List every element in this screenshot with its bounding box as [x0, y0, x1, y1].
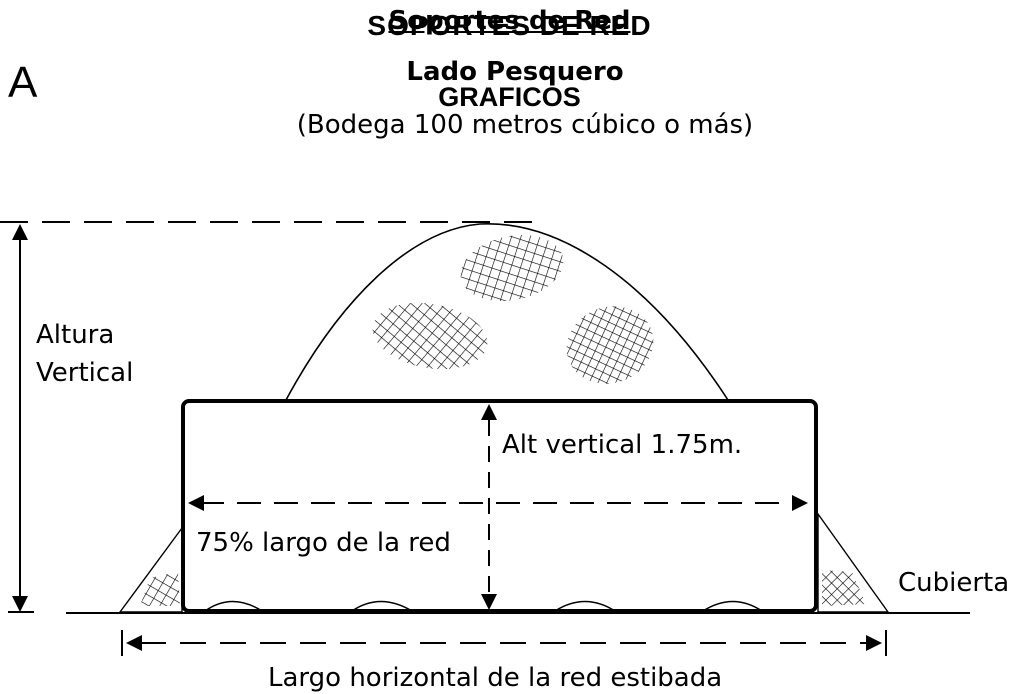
vertical-height-label-2: Vertical: [36, 358, 134, 388]
vertical-height-arrow: [8, 224, 34, 613]
left-side-mesh: [140, 572, 180, 606]
section-title: Lado Pesquero: [406, 57, 624, 87]
page-title: Soportes de Red: [388, 6, 631, 36]
note-text: (Bodega 100 metros cúbico o más): [296, 110, 754, 140]
net-length-arrow: [188, 495, 808, 511]
mesh-patch: [566, 306, 654, 384]
mesh-patch: [372, 302, 488, 370]
inner-height-label: Alt vertical 1.75m.: [502, 430, 743, 460]
subtitle-overlay: GRAFICOS: [438, 82, 581, 112]
title-overlay: SOPORTES DE RED: [367, 10, 652, 41]
right-side-mesh: [822, 570, 866, 606]
horizontal-length-label: Largo horizontal de la red estibada: [268, 663, 723, 693]
net-length-label: 75% largo de la red: [196, 528, 451, 558]
hold-frame: [181, 399, 818, 613]
mesh-patch: [460, 234, 564, 302]
horizontal-length-arrow: [121, 630, 887, 656]
corner-letter: A: [8, 58, 38, 107]
vertical-height-label-1: Altura: [36, 320, 115, 350]
bottom-humps: [204, 600, 763, 612]
net-pile-curve: [285, 223, 729, 401]
inner-height-arrow: [481, 404, 497, 610]
deck-label: Cubierta: [898, 568, 1010, 598]
